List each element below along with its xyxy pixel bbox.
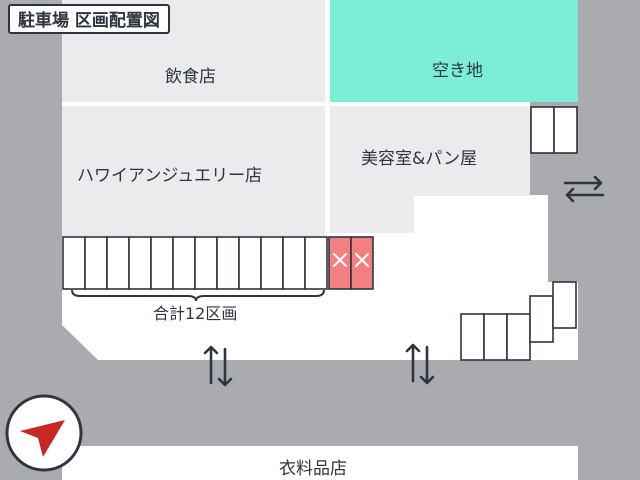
salon-bakery-building (330, 106, 530, 233)
parking-space (172, 236, 196, 290)
jewelry-store-label: ハワイアンジュエリー店 (77, 166, 263, 186)
jewelry-building (62, 106, 325, 236)
clothing-building (62, 446, 578, 480)
parking-row-upper-right (530, 106, 578, 154)
parking-space (62, 236, 86, 290)
parking-space (260, 236, 284, 290)
vacant-lot (330, 0, 578, 102)
parking-space (506, 313, 531, 361)
unavailable-x-mark (333, 253, 347, 267)
parking-space (194, 236, 218, 290)
unavailable-x-mark (355, 253, 369, 267)
restaurant-label: 飲食店 (165, 67, 216, 87)
two-way-arrows-icon (203, 345, 233, 387)
parking-space (552, 281, 577, 329)
parking-space (282, 236, 306, 290)
two-way-arrows-icon (563, 175, 605, 203)
unavailable-parking-space (350, 236, 374, 290)
parking-count-label: 合計12区画 (153, 304, 238, 323)
count-brace (71, 289, 325, 302)
parking-space (483, 313, 508, 361)
parking-space (216, 236, 240, 290)
map-title: 駐車場 区画配置図 (8, 4, 170, 34)
parking-space (150, 236, 174, 290)
parking-space (530, 106, 555, 154)
parking-space (304, 236, 328, 290)
clothing-store-label: 衣料品店 (279, 459, 347, 479)
parking-space (128, 236, 152, 290)
parking-space (238, 236, 262, 290)
salon-bakery-label: 美容室&パン屋 (361, 149, 478, 169)
vacant-lot-label: 空き地 (432, 61, 483, 81)
two-way-arrows-icon (405, 343, 435, 385)
parking-space (529, 295, 554, 343)
unavailable-parking-space (328, 236, 352, 290)
parking-row-main (62, 236, 374, 290)
parking-space (106, 236, 130, 290)
parking-space (460, 313, 485, 361)
navigation-arrow-icon (5, 394, 83, 472)
parking-space (84, 236, 108, 290)
parking-space (553, 106, 578, 154)
parking-row-lower-right (460, 281, 577, 361)
